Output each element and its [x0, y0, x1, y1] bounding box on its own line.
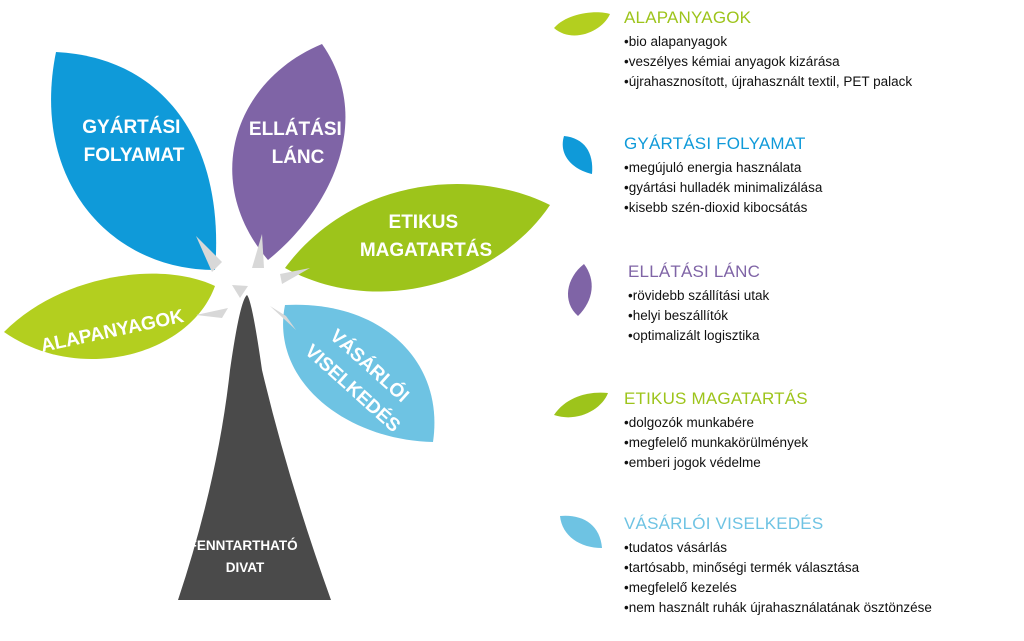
center-spikes	[196, 234, 310, 330]
legend-item: gyártási hulladék minimalizálása	[624, 178, 823, 198]
legend-item: optimalizált logisztika	[628, 326, 769, 346]
legend-item: emberi jogok védelme	[624, 453, 808, 473]
legend-list: bio alapanyagok veszélyes kémiai anyagok…	[624, 32, 912, 92]
leaf-icon	[562, 136, 593, 174]
legend-item: veszélyes kémiai anyagok kizárása	[624, 52, 912, 72]
petal-etikus-line: MAGATARTÁS	[360, 239, 492, 261]
petal-etikus-label: ETIKUS MAGATARTÁS	[360, 212, 492, 261]
petal-gyartasi-line: GYÁRTÁSI	[82, 116, 180, 138]
legend-item: kisebb szén-dioxid kibocsátás	[624, 198, 822, 218]
leaf-icon	[554, 392, 608, 418]
legend-item: újrahasznosított, újrahasznált textil, P…	[624, 72, 912, 92]
legend-vasarloi: VÁSÁRLÓI VISELKEDÉS tudatos vásárlás tar…	[550, 514, 1020, 624]
legend-item: bio alapanyagok	[624, 32, 912, 52]
petal-gyartasi-line: FOLYAMAT	[84, 145, 185, 166]
petal-gyartasi-label: GYÁRTÁSI FOLYAMAT	[82, 116, 185, 166]
legend-item: megfelelő munkakörülmények	[624, 433, 808, 453]
legend-item: dolgozók munkabére	[624, 413, 808, 433]
petal-etikus-line: ETIKUS	[389, 212, 459, 233]
trunk-label: FENNTARTHATÓ DIVAT	[189, 538, 302, 575]
legend-item: megújuló energia használata	[624, 158, 822, 178]
legend-item: tartósabb, minőségi termék választása	[624, 558, 932, 578]
petal-ellatasi-line: LÁNC	[272, 146, 325, 168]
leaf-icon	[560, 515, 602, 548]
legend-title: ETIKUS MAGATARTÁS	[624, 389, 808, 408]
legend-etikus: ETIKUS MAGATARTÁS dolgozók munkabére meg…	[550, 389, 1020, 479]
legend-title: ALAPANYAGOK	[624, 8, 752, 27]
legend-item: helyi beszállítók	[628, 306, 769, 326]
leaf-icon	[554, 12, 610, 36]
legend-gyartasi: GYÁRTÁSI FOLYAMAT megújuló energia haszn…	[550, 134, 1020, 224]
legend-list: megújuló energia használata gyártási hul…	[624, 158, 823, 218]
legend-title: VÁSÁRLÓI VISELKEDÉS	[624, 514, 824, 533]
legend-list: tudatos vásárlás tartósabb, minőségi ter…	[624, 538, 932, 618]
legend-title: ELLÁTÁSI LÁNC	[628, 262, 761, 281]
trunk-label-line: FENNTARTHATÓ	[189, 538, 298, 553]
petal-ellatasi-line: ELLÁTÁSI	[249, 118, 342, 140]
legend-item: megfelelő kezelés	[624, 578, 932, 598]
legend-item: nem használt ruhák újrahasználatának ösz…	[624, 598, 932, 618]
petal-ellatasi-label: ELLÁTÁSI LÁNC	[249, 118, 347, 168]
legend-title: GYÁRTÁSI FOLYAMAT	[624, 134, 806, 153]
petal-ellatasi-shape	[232, 44, 346, 260]
petal-gyartasi-shape	[51, 52, 217, 270]
leaf-icon	[567, 264, 592, 316]
petal-vasarloi-shape	[283, 304, 435, 442]
legend-list: rövidebb szállítási utak helyi beszállít…	[628, 286, 770, 346]
petal-alapanyagok-shape	[4, 273, 215, 360]
legend-list: dolgozók munkabére megfelelő munkakörülm…	[624, 413, 808, 473]
flower-diagram: GYÁRTÁSI FOLYAMAT ELLÁTÁSI LÁNC ETIKUS M…	[4, 44, 550, 600]
legend-item: rövidebb szállítási utak	[628, 286, 770, 306]
petal-etikus-shape	[285, 183, 550, 292]
legend-item: tudatos vásárlás	[624, 538, 932, 558]
trunk-label-line: DIVAT	[226, 560, 265, 575]
legend-alapanyagok: ALAPANYAGOK bio alapanyagok veszélyes ké…	[550, 8, 1020, 98]
trunk-shape	[178, 295, 331, 600]
legend-ellatasi: ELLÁTÁSI LÁNC rövidebb szállítási utak h…	[550, 262, 1020, 352]
